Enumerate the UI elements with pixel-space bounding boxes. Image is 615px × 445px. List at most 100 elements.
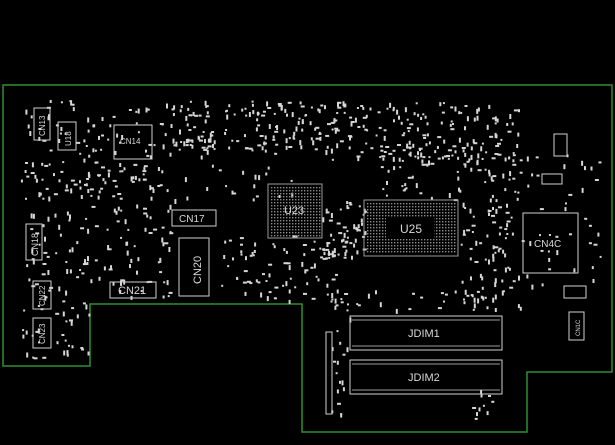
bga-ball — [271, 190, 273, 192]
bga-ball — [295, 229, 297, 231]
component-jdim1[interactable]: JDIM1 — [349, 315, 503, 351]
smd-pad — [119, 197, 123, 200]
bga-ball — [445, 230, 447, 232]
smd-pad — [356, 303, 359, 306]
smd-pad — [320, 256, 324, 259]
bga-ball — [367, 251, 369, 253]
smd-pad — [59, 132, 62, 135]
smd-pad — [242, 170, 245, 175]
bga-ball — [385, 206, 387, 208]
component-label: CN18 — [30, 233, 40, 256]
bga-ball — [370, 215, 372, 217]
bga-ball — [316, 193, 318, 195]
smd-pad — [342, 101, 345, 107]
bga-ball — [424, 239, 426, 241]
component-u23[interactable]: U23 — [267, 183, 323, 239]
smd-pad — [331, 252, 334, 258]
smd-pad — [341, 380, 344, 386]
smd-pad — [425, 143, 428, 147]
smd-pad — [466, 160, 470, 163]
bga-ball — [415, 245, 417, 247]
bga-ball — [409, 215, 411, 217]
component-u25[interactable]: U25 — [363, 199, 459, 257]
smd-pad — [412, 143, 415, 148]
smd-pad — [353, 224, 356, 230]
smd-pad — [251, 251, 254, 255]
component-cn17[interactable]: CN17 — [171, 209, 217, 227]
smd-pad — [288, 146, 293, 148]
component-cn13[interactable]: CN13 — [33, 107, 51, 141]
bga-ball — [382, 245, 384, 247]
bga-ball — [454, 239, 456, 241]
bga-ball — [298, 229, 300, 231]
smd-pad — [591, 266, 594, 270]
smd-pad — [258, 175, 261, 181]
smd-pad — [517, 304, 520, 309]
smd-pad — [504, 267, 507, 273]
bga-ball — [286, 196, 288, 198]
smd-pad — [590, 166, 593, 171]
smd-pad — [38, 192, 41, 198]
smd-pad — [262, 110, 266, 113]
smd-pad — [256, 118, 259, 122]
component-cn23[interactable]: CN23 — [32, 317, 52, 349]
bga-ball — [412, 209, 414, 211]
smd-pad — [65, 184, 68, 189]
smd-pad — [476, 412, 478, 417]
smd-pad — [273, 112, 276, 115]
bga-ball — [376, 215, 378, 217]
component-cn14[interactable]: CN14 — [113, 124, 153, 160]
smd-pad — [531, 173, 534, 177]
component-cn1c[interactable]: CN1C — [568, 311, 585, 341]
smd-pad — [62, 300, 66, 303]
bga-ball — [292, 235, 294, 237]
smd-pad — [342, 353, 346, 356]
smd-pad — [85, 304, 88, 310]
smd-pad — [80, 227, 85, 230]
smd-pad — [145, 149, 147, 153]
bga-ball — [394, 239, 396, 241]
bga-ball — [391, 245, 393, 247]
smd-pad — [504, 228, 508, 231]
bga-ball — [310, 190, 312, 192]
bga-ball — [280, 223, 282, 225]
bga-ball — [385, 215, 387, 217]
bga-ball — [319, 211, 321, 213]
smd-pad — [584, 166, 586, 171]
bga-ball — [367, 239, 369, 241]
component-cn22[interactable]: CN22 — [32, 280, 52, 310]
bga-ball — [376, 203, 378, 205]
component-cn21[interactable]: CN21 — [109, 281, 157, 299]
bga-ball — [319, 235, 321, 237]
smd-pad — [325, 248, 330, 251]
bga-ball — [283, 229, 285, 231]
smd-pad — [494, 251, 497, 254]
smd-pad — [206, 149, 209, 155]
bga-ball — [304, 193, 306, 195]
bga-ball — [412, 239, 414, 241]
bga-ball — [298, 208, 300, 210]
smd-pad — [389, 102, 392, 108]
smd-pad — [444, 293, 448, 296]
component-cn20[interactable]: CN20 — [178, 237, 210, 297]
component-u18[interactable]: U18 — [57, 121, 77, 151]
component-cn18[interactable]: CN18 — [25, 223, 43, 261]
bga-ball — [391, 251, 393, 253]
smd-pad — [385, 146, 390, 148]
component-cn4c[interactable]: CN4C — [522, 212, 579, 274]
smd-pad — [518, 109, 520, 113]
bga-ball — [385, 236, 387, 238]
smd-pad — [31, 162, 34, 168]
component-jdim2[interactable]: JDIM2 — [349, 359, 503, 395]
smd-pad — [480, 146, 483, 152]
smd-pad — [451, 154, 454, 157]
component-label: CN21 — [118, 285, 146, 297]
smd-pad — [41, 162, 44, 166]
smd-pad — [428, 160, 430, 166]
smd-pad — [205, 105, 209, 108]
bga-ball — [295, 187, 297, 189]
smd-pad — [556, 250, 559, 256]
bga-ball — [421, 206, 423, 208]
smd-pad — [191, 144, 194, 149]
smd-pad — [403, 132, 406, 135]
